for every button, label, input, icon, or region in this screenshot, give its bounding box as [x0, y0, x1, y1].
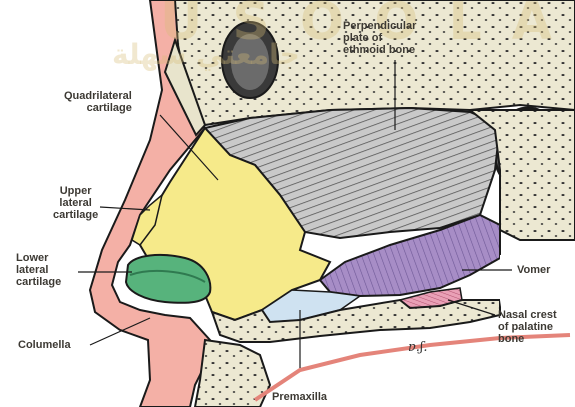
label-perpendicular-plate: Perpendicular plate of ethmoid bone — [343, 20, 416, 56]
label-lower-lateral-cartilage: Lower lateral cartilage — [16, 252, 61, 288]
label-nasal-crest: Nasal crest of palatine bone — [498, 309, 557, 345]
label-upper-lateral-cartilage: Upper lateral cartilage — [53, 185, 98, 221]
label-columella: Columella — [18, 339, 71, 351]
watermark-arabic: جامعتي سهلة — [112, 38, 300, 71]
artist-signature: ɐ.ʃ. — [408, 340, 428, 355]
label-quadrilateral-cartilage: Quadrilateral cartilage — [64, 90, 132, 114]
label-vomer: Vomer — [517, 264, 550, 276]
label-premaxilla: Premaxilla — [272, 391, 327, 403]
